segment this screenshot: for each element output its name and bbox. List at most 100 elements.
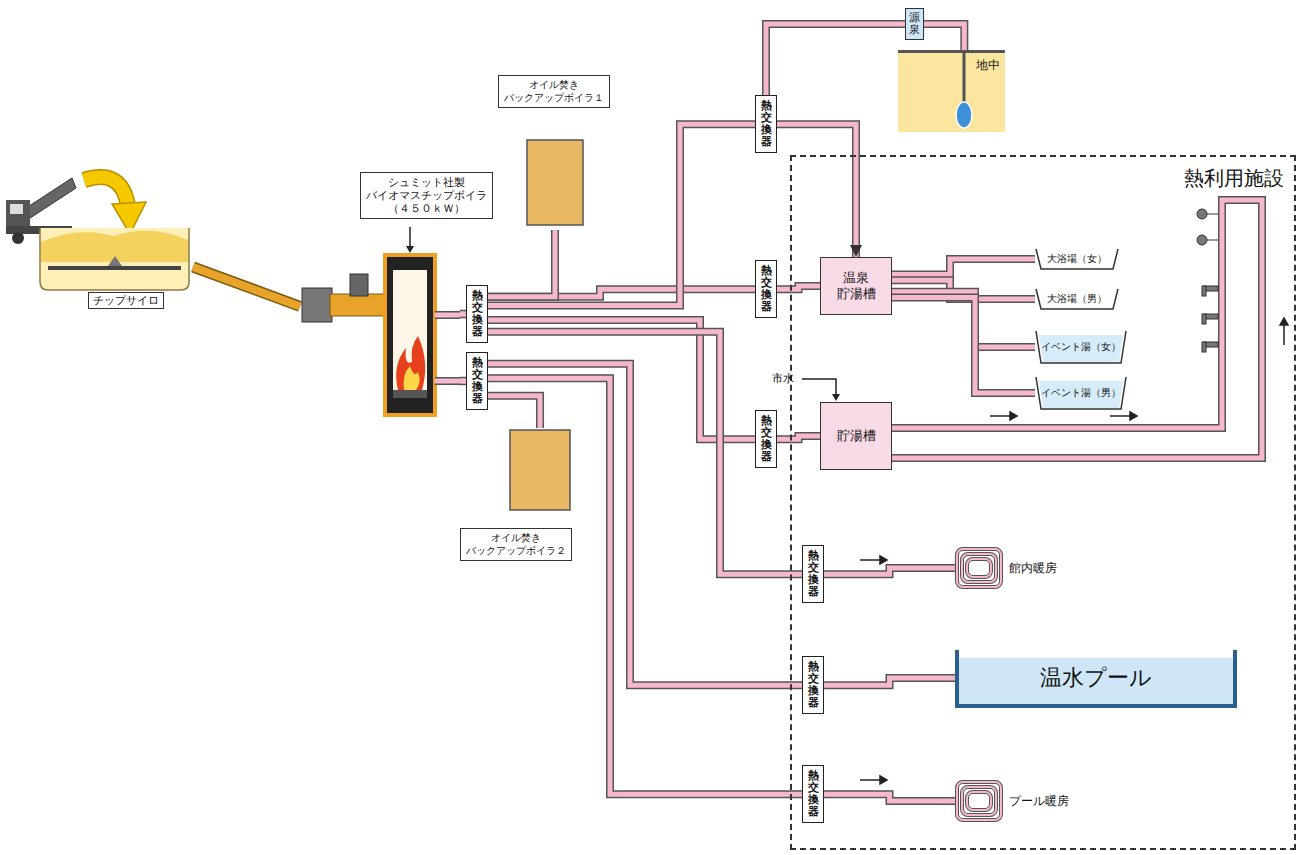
pipe bbox=[777, 124, 856, 257]
truck-wheel bbox=[12, 232, 24, 244]
radiator-coil bbox=[962, 787, 996, 815]
pipe bbox=[824, 568, 955, 574]
pipe-outline bbox=[824, 794, 955, 801]
hot-water-pipe bbox=[488, 378, 802, 794]
pipe bbox=[777, 436, 820, 439]
pipe-outline bbox=[488, 124, 755, 305]
pipe-outline bbox=[435, 377, 460, 385]
bath-wall bbox=[1036, 377, 1126, 409]
flow-arrow bbox=[860, 779, 880, 781]
hot-water-pipe bbox=[777, 286, 820, 289]
oil-callout: オイル焚き バックアップボイラ１ bbox=[498, 75, 610, 108]
hot-water-pipe bbox=[488, 396, 540, 428]
pipe bbox=[892, 298, 1035, 393]
hot-water-pipe bbox=[488, 230, 555, 297]
node-label: 温水プール bbox=[1040, 663, 1152, 693]
node-label: シュミット社製 バイオマスチップボイラ （４５０ｋＷ） bbox=[366, 176, 487, 215]
pipe-outline bbox=[777, 286, 820, 289]
boiler-casing bbox=[385, 255, 435, 415]
boiler-callout: シュミット社製 バイオマスチップボイラ （４５０ｋＷ） bbox=[360, 172, 493, 219]
backup-boiler: オイル焚き バックアップボイラ２ bbox=[460, 428, 575, 568]
radiator-coil bbox=[957, 782, 1001, 820]
pipe bbox=[435, 379, 460, 384]
auger-hopper bbox=[350, 274, 368, 296]
oil-boiler-body bbox=[527, 140, 583, 225]
heat-exchanger: 熱交換器 bbox=[802, 656, 824, 714]
pipe-outline bbox=[892, 298, 1035, 393]
radiator-coil bbox=[962, 554, 996, 582]
heat-exchanger: 熱交換器 bbox=[755, 260, 777, 318]
bath-water bbox=[1039, 335, 1123, 362]
node-label: プール暖房 bbox=[1009, 793, 1069, 810]
pipe bbox=[892, 200, 1262, 458]
bath-wall bbox=[1036, 331, 1126, 363]
flame bbox=[396, 336, 425, 390]
node-label: 温泉 貯湯槽 bbox=[837, 270, 876, 303]
node-label: オイル焚き バックアップボイラ１ bbox=[504, 79, 604, 104]
hot-water-pipe bbox=[824, 678, 955, 685]
oil-callout: オイル焚き バックアップボイラ２ bbox=[460, 528, 572, 561]
flow-arrow bbox=[860, 559, 880, 561]
dump-arrow bbox=[84, 177, 146, 234]
pipe-outline bbox=[892, 259, 1035, 274]
node-drawing bbox=[955, 545, 1005, 591]
node-label: 源泉 bbox=[909, 12, 920, 36]
auger-housing bbox=[330, 294, 386, 316]
pipe bbox=[488, 396, 540, 428]
pipe bbox=[824, 794, 955, 801]
pipe-outline bbox=[766, 24, 905, 95]
node-label: 大浴場（男） bbox=[1047, 293, 1107, 306]
node-label: イベント湯（女） bbox=[1041, 341, 1121, 354]
pipe-outline bbox=[488, 230, 555, 297]
hot-water-pipe bbox=[892, 259, 1035, 274]
backup-boiler: オイル焚き バックアップボイラ１ bbox=[498, 73, 612, 230]
radiator: プール暖房 bbox=[955, 778, 1073, 824]
hot-water-pipe bbox=[488, 364, 802, 686]
silo-agitator bbox=[108, 256, 122, 266]
flame-core bbox=[404, 366, 420, 390]
source-bulb bbox=[956, 102, 972, 128]
radiator: 館内暖房 bbox=[955, 545, 1061, 591]
auger-motor bbox=[302, 288, 332, 322]
pipe-outline bbox=[435, 311, 460, 319]
city-water-label: 市水 bbox=[772, 371, 794, 386]
pipe bbox=[892, 259, 1035, 274]
radiator-coil bbox=[962, 554, 996, 582]
bath-tub: イベント湯（男） bbox=[1035, 376, 1127, 410]
pipe-outline bbox=[824, 568, 955, 574]
silo-body bbox=[40, 228, 189, 290]
biomass-boiler: シュミット社製 バイオマスチップボイラ （４５０ｋＷ） bbox=[300, 170, 460, 418]
pipe bbox=[488, 378, 802, 794]
hot-water-pipe bbox=[824, 794, 955, 801]
hot-water-pipe bbox=[488, 124, 755, 305]
chip-silo: チップサイロ bbox=[38, 212, 193, 312]
pipe-outline bbox=[488, 364, 802, 686]
node-label: 熱交換器 bbox=[472, 290, 483, 338]
radiator-coil bbox=[967, 559, 991, 577]
storage-tank: 温泉 貯湯槽 bbox=[820, 257, 892, 315]
flow-arrow-head bbox=[1010, 412, 1017, 420]
node-label: 大浴場（女） bbox=[1047, 253, 1107, 266]
node-label: 熱交換器 bbox=[472, 357, 483, 405]
radiator-coil bbox=[967, 792, 991, 810]
faucet bbox=[1202, 314, 1206, 324]
pipe-outline bbox=[193, 267, 300, 306]
bath-wall bbox=[1036, 249, 1118, 269]
faucet bbox=[1202, 286, 1206, 296]
faucet bbox=[1202, 342, 1206, 352]
chip-conveyor bbox=[193, 267, 300, 306]
heat-exchanger: 熱交換器 bbox=[755, 410, 777, 468]
heat-exchanger: 熱交換器 bbox=[802, 765, 824, 823]
radiator-coil bbox=[957, 549, 1001, 587]
flow-arrow-head bbox=[880, 556, 887, 564]
callout-arrow bbox=[409, 227, 411, 246]
node-label: 熱利用施設 bbox=[1184, 166, 1284, 190]
oil-boiler-body bbox=[510, 430, 570, 510]
truck-cab bbox=[6, 200, 30, 230]
pipe bbox=[193, 267, 300, 306]
dump-arrow-body bbox=[84, 177, 128, 206]
pipe-outline bbox=[924, 24, 964, 50]
pipe bbox=[924, 24, 964, 50]
node-label: イベント湯（男） bbox=[1041, 387, 1121, 400]
